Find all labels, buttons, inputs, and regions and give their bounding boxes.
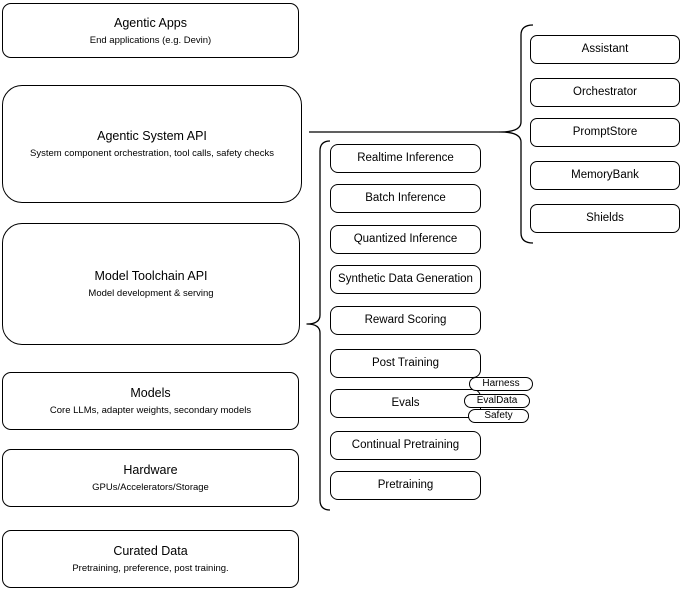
- node-label: Assistant: [581, 43, 629, 55]
- box-title: Curated Data: [113, 544, 188, 558]
- node-pretraining: Pretraining: [330, 471, 481, 500]
- box-hardware: Hardware GPUs/Accelerators/Storage: [2, 449, 299, 507]
- box-model-toolchain-api: Model Toolchain API Model development & …: [2, 223, 300, 345]
- box-subtitle: Pretraining, preference, post training.: [72, 563, 229, 574]
- node-batch-inference: Batch Inference: [330, 184, 481, 213]
- components-brace: [499, 24, 534, 244]
- node-promptstore: PromptStore: [530, 118, 680, 147]
- tag-label: EvalData: [476, 395, 518, 406]
- tag-safety: Safety: [468, 409, 529, 423]
- node-label: Post Training: [371, 357, 440, 369]
- node-synthetic-data-generation: Synthetic Data Generation: [330, 265, 481, 294]
- node-label: Evals: [391, 397, 420, 409]
- node-label: Orchestrator: [573, 86, 637, 98]
- tag-label: Harness: [482, 378, 520, 389]
- node-label: PromptStore: [572, 126, 638, 138]
- node-orchestrator: Orchestrator: [530, 78, 680, 107]
- node-memorybank: MemoryBank: [530, 161, 680, 190]
- node-shields: Shields: [530, 204, 680, 233]
- node-evals: Evals: [330, 389, 481, 418]
- node-label: Pretraining: [377, 479, 434, 491]
- box-title: Agentic System API: [97, 129, 207, 143]
- box-subtitle: Core LLMs, adapter weights, secondary mo…: [49, 405, 252, 416]
- box-subtitle: GPUs/Accelerators/Storage: [92, 482, 209, 493]
- box-title: Agentic Apps: [114, 15, 187, 30]
- node-continual-pretraining: Continual Pretraining: [330, 431, 481, 460]
- node-label: Shields: [586, 212, 624, 224]
- box-title: Models: [130, 386, 171, 400]
- node-label: Batch Inference: [365, 192, 446, 204]
- box-agentic-system-api: Agentic System API System component orch…: [2, 85, 302, 203]
- node-label: MemoryBank: [571, 169, 639, 181]
- box-subtitle: System component orchestration, tool cal…: [30, 148, 274, 159]
- box-subtitle: End applications (e.g. Devin): [89, 34, 212, 46]
- node-label: Continual Pretraining: [351, 439, 460, 451]
- node-label: Quantized Inference: [353, 233, 458, 245]
- box-title: Hardware: [123, 463, 178, 477]
- node-assistant: Assistant: [530, 35, 680, 64]
- node-post-training: Post Training: [330, 349, 481, 378]
- tag-label: Safety: [484, 410, 513, 421]
- tag-harness: Harness: [469, 377, 533, 391]
- box-title: Model Toolchain API: [94, 269, 208, 283]
- box-subtitle: Model development & serving: [88, 288, 214, 299]
- tag-evaldata: EvalData: [464, 394, 530, 408]
- node-reward-scoring: Reward Scoring: [330, 306, 481, 335]
- node-label: Reward Scoring: [364, 314, 447, 326]
- toolchain-bracket: [306, 140, 331, 511]
- box-curated-data: Curated Data Pretraining, preference, po…: [2, 530, 299, 588]
- node-label: Synthetic Data Generation: [338, 273, 473, 285]
- box-models: Models Core LLMs, adapter weights, secon…: [2, 372, 299, 430]
- node-quantized-inference: Quantized Inference: [330, 225, 481, 254]
- node-label: Realtime Inference: [357, 152, 454, 164]
- node-realtime-inference: Realtime Inference: [330, 144, 481, 173]
- box-agentic-apps: Agentic Apps End applications (e.g. Devi…: [2, 3, 299, 58]
